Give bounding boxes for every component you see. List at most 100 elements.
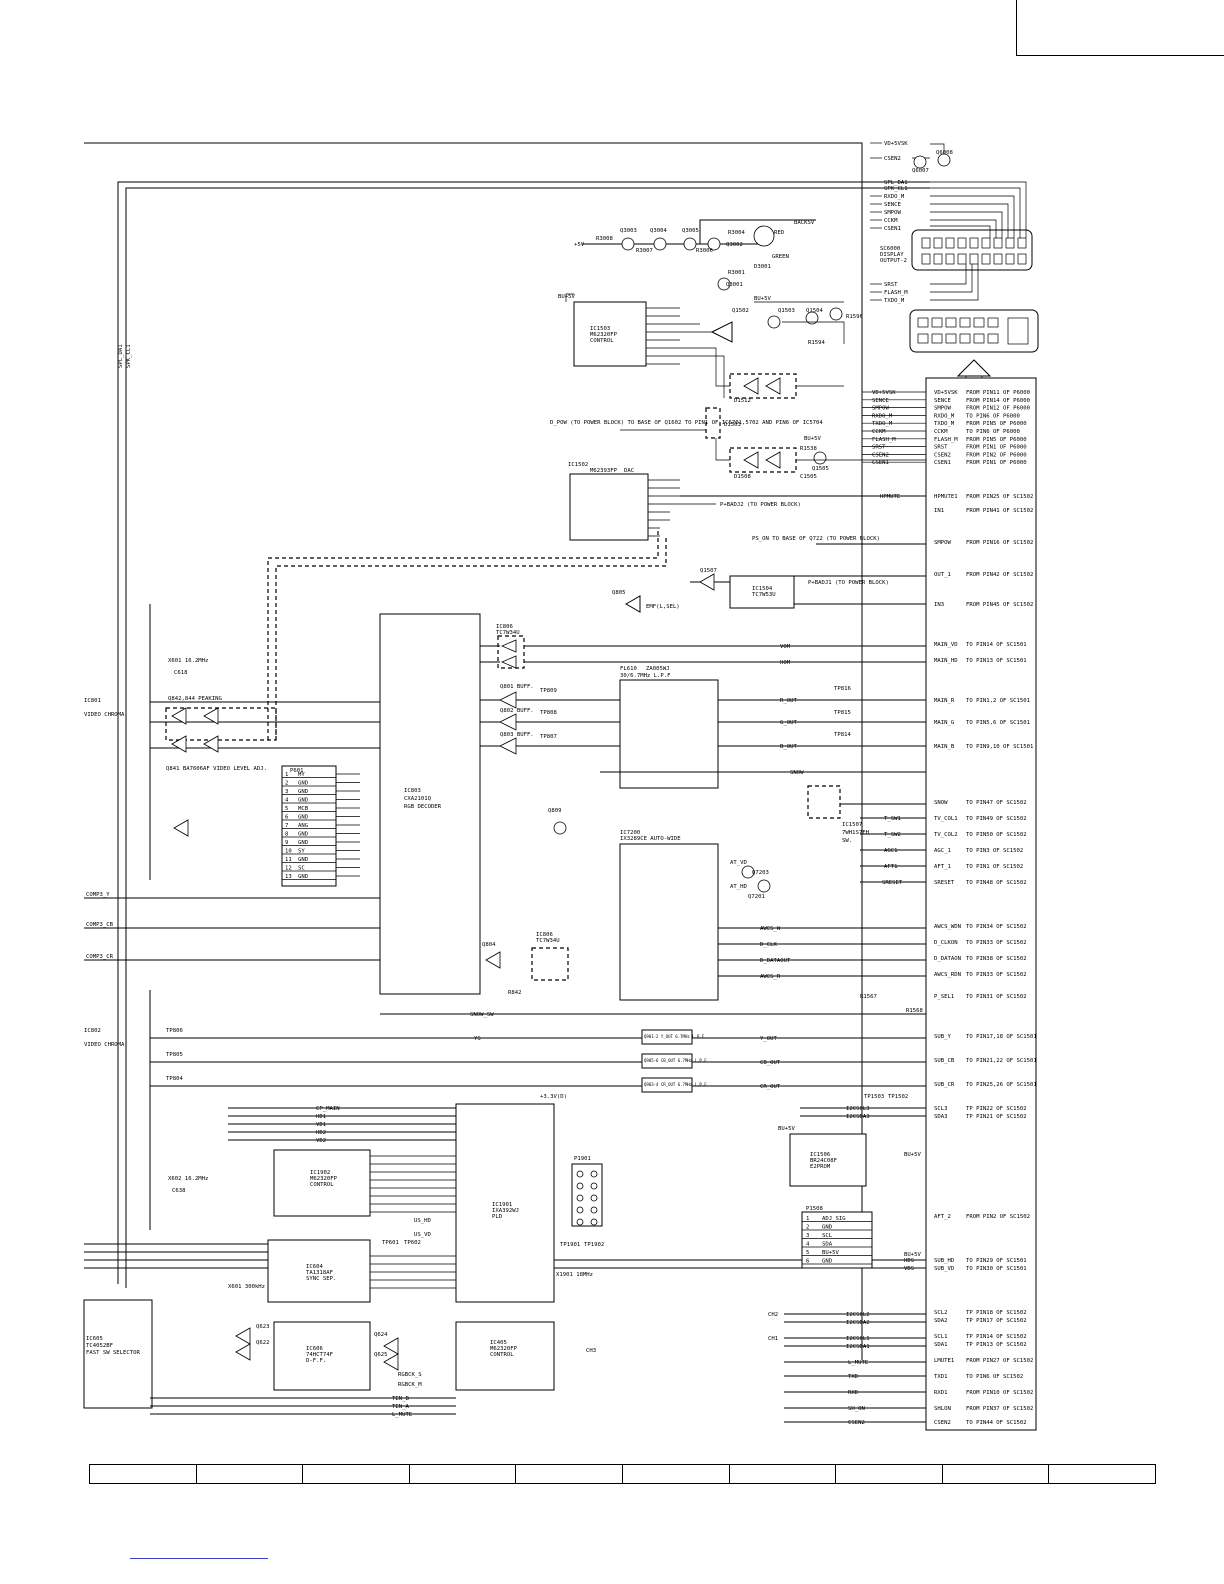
right-signal-pin: SUB_CR (934, 1082, 955, 1088)
r3001-label: R3001 (728, 270, 745, 276)
hd2-label: HD2 (316, 1130, 326, 1136)
sreset-label: SRESET (882, 880, 903, 886)
bu5v-label-2: BU+5V (754, 296, 771, 302)
rgb-output-buffers: Q801 BUFF. Q802 BUFF. Q803 BUFF. TP809 T… (499, 684, 620, 755)
bu5v-label-3: BU+5V (804, 436, 821, 442)
p601-pin-number: 1 (285, 772, 288, 778)
sc6000-input-label: VD+5VSK (884, 141, 908, 147)
c1505-label: C1505 (800, 474, 817, 480)
right-signal-pin: SDA2 (934, 1318, 947, 1324)
awcs-r-label: AWCS_R (760, 974, 781, 980)
ic1901-block: IC1901 IXA392WJ PLD CP_MAIN HD1 VD1 HD2 … (228, 1094, 926, 1303)
fl610-ref: FL610 (620, 666, 637, 672)
tp602-label: TP602 (404, 1240, 421, 1246)
p601-pin-number: 9 (285, 840, 288, 846)
q3002-label: Q3002 (726, 242, 743, 248)
ic1901-func: PLD (492, 1214, 503, 1220)
i2c-scl1-label: I2CSCL1 (846, 1336, 870, 1342)
snow-sw-label: SNOW_SW (470, 1012, 494, 1018)
right-signal-dest: TO PIN48 OF SC1502 (966, 880, 1027, 886)
ic1503-part: M62320FP (590, 332, 618, 338)
p601-pin-name: SC (298, 866, 305, 872)
right-signal-dest: TO PIN34 OF SC1502 (966, 924, 1027, 930)
x601-label: X601 16.2MHz (168, 658, 208, 664)
emf-label: EMF(L,SEL) (646, 604, 680, 610)
r1538-label: R1538 (800, 446, 817, 452)
p601-pin-name: GND (298, 815, 309, 821)
q803-label: Q803 BUFF. (500, 732, 534, 738)
right-table-signal: CCKM (872, 429, 886, 435)
right-signal-pin: SCL3 (934, 1106, 947, 1112)
i2c-sda2-label: I2CSDA2 (846, 1320, 870, 1326)
awcs-w-label: AWCS_W (760, 926, 781, 932)
d1512-label: D1512 (734, 398, 751, 404)
d1512-buffer: D1512 (680, 347, 844, 404)
mid-signal-nets: COMP3_Y COMP3_CB COMP3_CR SNOW_SW YS Y_O… (84, 892, 926, 1093)
ic606-part: 74HCT74F (306, 1352, 334, 1358)
right-signal-dest: FROM PIN2 OF SC1502 (966, 1214, 1030, 1220)
right-signal-dest: TO PIN9,10 OF SC1501 (966, 744, 1033, 750)
p601-pin-name: MY (298, 772, 305, 778)
ic604-func: SYNC SEP. (306, 1276, 336, 1282)
right-table-pin: VD+5VSK (934, 390, 958, 396)
right-signal-dest: FROM PIN37 OF SC1502 (966, 1406, 1033, 1412)
p1508-pin-name: ADJ_SIG (822, 1216, 846, 1222)
ic1901-ref: IC1901 (492, 1202, 512, 1208)
ic1502-func: DAC (624, 468, 634, 474)
x602-label: X602 16.2MHz (168, 1176, 208, 1182)
strip-cell (836, 1465, 943, 1483)
ic1902-part: M62320FP (310, 1176, 338, 1182)
ic801-video-chroma: VIDEO CHROMA (84, 712, 125, 718)
right-signal-dest: TP PIN18 OF SC1502 (966, 1310, 1027, 1316)
right-table-dest: FROM PIN2 OF P6000 (966, 452, 1027, 458)
r3007-label: R3007 (636, 248, 653, 254)
right-signal-pin: MAIN_VD (934, 642, 958, 648)
right-signal-dest: TO PIN33 OF SC1502 (966, 940, 1027, 946)
footer-link-underline[interactable] (130, 1558, 268, 1559)
right-signal-pin: AFT_1 (934, 864, 951, 870)
right-signal-pin: CSEN2 (934, 1420, 951, 1426)
p601-pin-number: 4 (285, 798, 289, 804)
agc1-label: AGC1 (884, 848, 897, 854)
strip-cell (90, 1465, 197, 1483)
p1508-pin-number: 3 (806, 1233, 809, 1239)
p1901-ref: P1901 (574, 1156, 591, 1162)
sc6000-input-labels: VD+5VSKCSEN2SPL_DA1SPK_CL1RXDO_MSENCESMP… (870, 141, 908, 304)
right-table-dest: TO PIN6 OF P6000 (966, 429, 1020, 435)
x1901-label: X1901 18MHz (556, 1272, 593, 1278)
sc6000-input-label: CCKM (884, 218, 898, 224)
p601-pin-name: GND (298, 832, 309, 838)
ch2-label: CH2 (768, 1312, 778, 1318)
right-signal-pin: SHLON (934, 1406, 951, 1412)
hpmute-label: HPMUTE (880, 494, 901, 500)
p1508-pin-number: 4 (806, 1242, 810, 1248)
ps-on-note: PS_ON TO BASE OF Q722 (TO POWER BLOCK) (752, 536, 880, 542)
right-signal-dest: TO PIN6 OF SC1502 (966, 1374, 1023, 1380)
ic605-func: FAST SW SELECTOR (86, 1350, 141, 1356)
right-table-pin: CSEN2 (934, 452, 951, 458)
ten-a-label: TEN_A (392, 1404, 409, 1410)
right-signal-pin: SUB_CB (934, 1058, 955, 1064)
hom-label: HOM (780, 660, 791, 666)
right-signal-pin: SUB_VD (934, 1266, 955, 1272)
right-signal-dest: FROM PIN27 OF SC1502 (966, 1358, 1033, 1364)
p-adj1-label: P+BADJ1 (TO POWER BLOCK) (808, 580, 889, 586)
fl610-block: FL610 ZA005WJ 30/6.7MHz L.P.F R_OUT G_OU… (619, 666, 926, 789)
ic806-buffer-top: IC806 TC7W34U VOM HOM (496, 624, 926, 669)
ic802-block: IC802 VIDEO CHROMA X602 16.2MHz C638 TP8… (84, 990, 208, 1230)
ic7200-part: IX3289CE AUTO-WIDE (620, 836, 681, 842)
ic605-ref: IC605 (86, 1336, 103, 1342)
sc6000-input-label: TXDO_M (884, 298, 905, 304)
q3005-label: Q3005 (682, 228, 699, 234)
p1508-pin-number: 2 (806, 1225, 809, 1231)
right-signal-pin: D_CLKON (934, 940, 958, 946)
bu5v-label-6: BU+5V (904, 1252, 921, 1258)
lpf-y: Q901-2 Y_OUT 6.7MHz L.P.F (644, 1034, 705, 1039)
vom-label: VOM (780, 644, 791, 650)
q801-label: Q801 BUFF. (500, 684, 534, 690)
d1508-label: D1508 (734, 474, 751, 480)
r1567-label: R1567 (860, 994, 877, 1000)
backsv-label: BACKSV (794, 220, 815, 226)
tp814-label: TP814 (834, 732, 851, 738)
comp3cr-label: COMP3_CR (86, 954, 114, 960)
